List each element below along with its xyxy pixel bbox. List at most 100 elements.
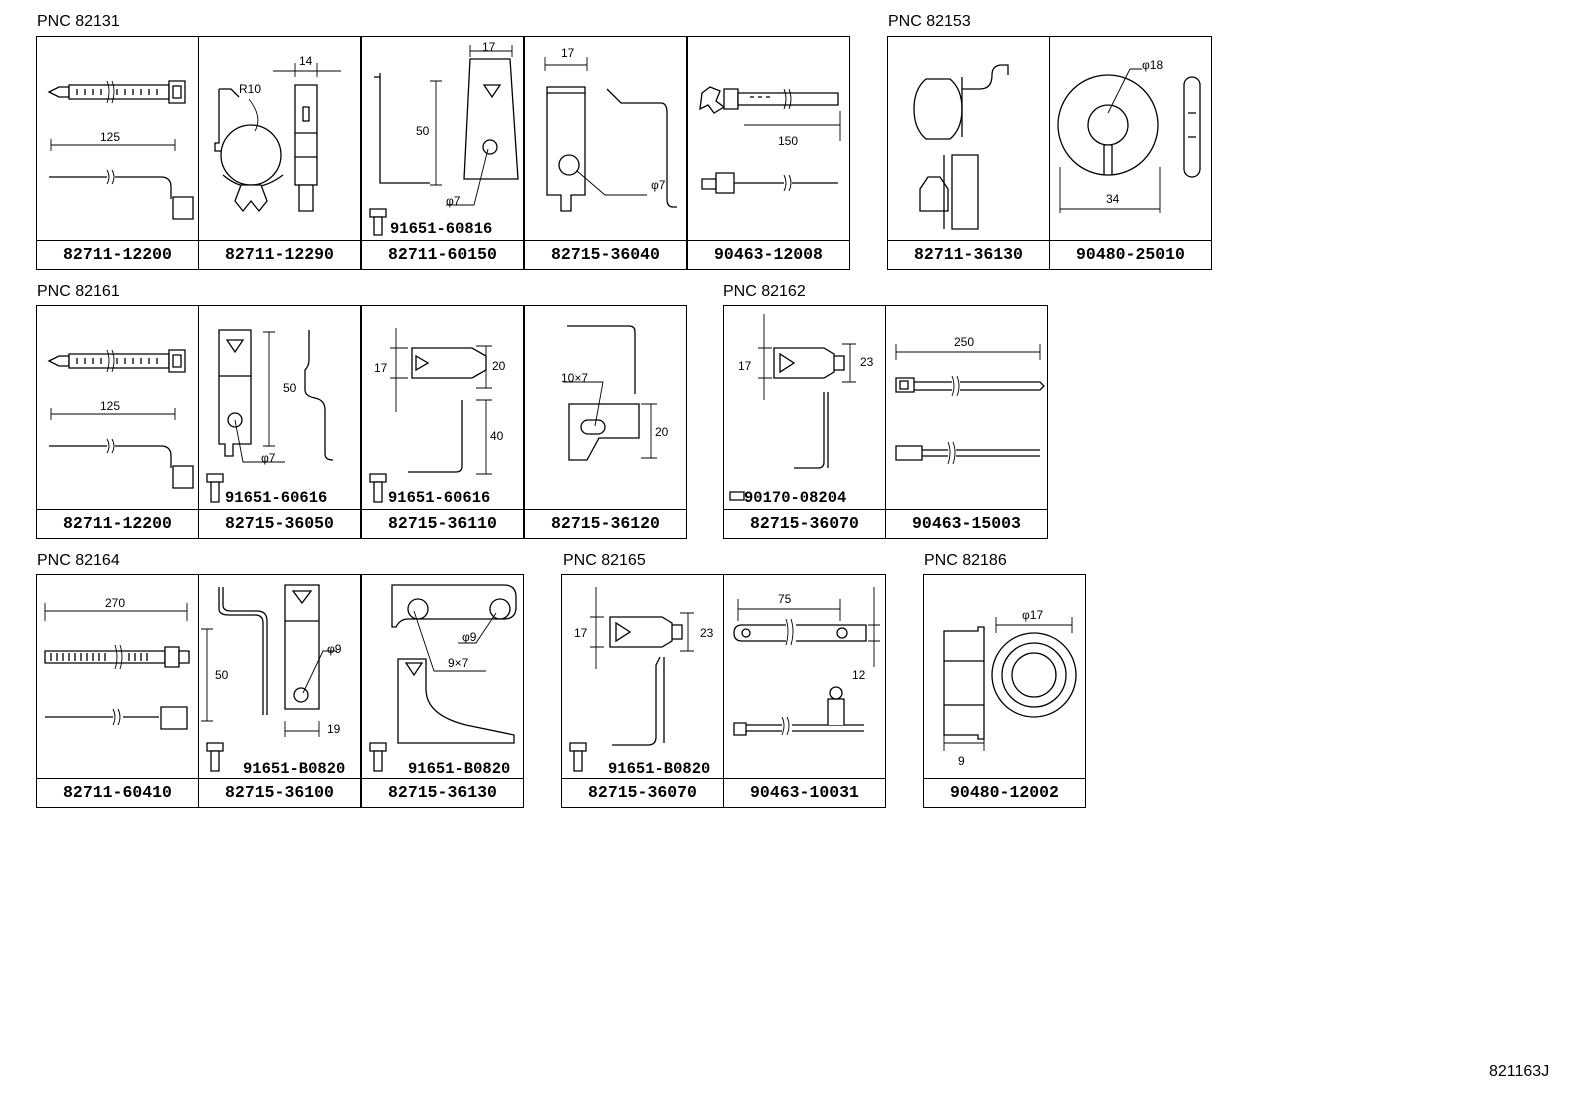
parts-group-82153: 82711-36130 φ18 34 90480-25010 (887, 36, 1214, 270)
band-clamp-illustration: 150 (688, 37, 851, 241)
bracket-hole-label: φ9 (327, 642, 342, 656)
cable-tie-illustration: 125 (37, 306, 200, 510)
bracket-width-label: 23 (700, 626, 714, 640)
bracket-illustration: 50 φ7 91651-60616 (199, 306, 362, 507)
bracket-width-label: 19 (327, 722, 341, 736)
parts-group-82161: 125 82711-12200 50 φ7 91651-60616 82715-… (36, 305, 689, 539)
bracket-width-label: 20 (492, 359, 506, 373)
tie-length-label: 125 (100, 130, 120, 144)
grommet-width-label: 9 (958, 754, 965, 768)
part-cell[interactable]: φ18 34 90480-25010 (1049, 36, 1212, 270)
pnc-label: PNC 82162 (723, 283, 806, 300)
grommet-illustration: φ18 34 (1050, 58, 1213, 241)
parts-group-82186: φ17 9 90480-12002 (923, 574, 1087, 808)
bolt-part-number: 91651-B0820 (243, 760, 345, 778)
part-number: 82711-12200 (37, 509, 198, 538)
bracket-hole-label: φ9 (462, 630, 477, 644)
pnc-label: PNC 82161 (37, 283, 120, 300)
grommet-diameter-label: φ17 (1022, 608, 1043, 622)
part-cell[interactable]: 10×7 20 82715-36120 (524, 305, 687, 539)
pnc-label: PNC 82165 (563, 552, 646, 569)
clamp-width-label: 14 (299, 54, 313, 68)
clamp-radius-label: R10 (239, 82, 261, 96)
part-number: 82715-36050 (199, 509, 360, 538)
cable-tie-illustration: 250 (886, 335, 1049, 510)
bolt-part-number: 91651-B0820 (608, 760, 710, 778)
bolt-part-number: 91651-B0820 (408, 760, 510, 778)
harness-clamp-illustration: R10 14 (199, 54, 362, 241)
part-cell[interactable]: 50 φ9 19 91651-B0820 82715-36100 (198, 574, 361, 808)
part-cell[interactable]: 17 φ7 82715-36040 (524, 36, 687, 270)
band-clamp-illustration: 75 12 (724, 575, 887, 779)
part-cell[interactable]: 270 82711-60410 (36, 574, 199, 808)
cable-tie-illustration: 125 (37, 37, 200, 241)
bracket-width-label: 17 (574, 626, 588, 640)
bracket-height-label: 50 (416, 124, 430, 138)
bracket-width-label: 23 (860, 355, 874, 369)
part-cell[interactable]: 17 20 40 91651-60616 82715-36110 (361, 305, 524, 539)
bracket-illustration: 17 23 91651-B0820 (562, 575, 714, 778)
part-number: 82715-36070 (562, 778, 723, 807)
parts-group-82162: 17 23 90170-08204 82715-36070 250 90463-… (723, 305, 1050, 539)
part-number: 90463-15003 (886, 509, 1047, 538)
parts-group-82164: 270 82711-60410 50 φ9 19 91651-B0820 (36, 574, 526, 808)
part-number: 82715-36110 (362, 509, 523, 538)
part-cell[interactable]: φ17 9 90480-12002 (923, 574, 1086, 808)
bracket-width-label: 17 (374, 361, 388, 375)
bracket-illustration: 17 20 40 91651-60616 (362, 306, 506, 507)
bolt-part-number: 91651-60816 (390, 220, 492, 238)
grommet-diameter-label: φ18 (1142, 58, 1163, 72)
part-cell[interactable]: 50 17 φ7 91651-60816 82711-60150 (361, 36, 524, 270)
bracket-illustration: 10×7 20 (561, 306, 669, 510)
pnc-label: PNC 82131 (37, 13, 120, 30)
part-number: 82711-60150 (362, 240, 523, 269)
illustration-id: 821163J (1489, 1063, 1550, 1080)
part-cell[interactable]: 125 82711-12200 (36, 36, 199, 270)
part-cell[interactable]: R10 14 82711-12290 (198, 36, 361, 270)
part-cell[interactable]: 150 90463-12008 (687, 36, 850, 270)
part-cell[interactable]: 75 12 90463-10031 (723, 574, 886, 808)
bolt-part-number: 90170-08204 (744, 489, 846, 507)
part-number: 90480-25010 (1050, 240, 1211, 269)
part-number: 82711-12290 (199, 240, 360, 269)
part-number: 82715-36070 (724, 509, 885, 538)
part-cell[interactable]: 250 90463-15003 (885, 305, 1048, 539)
bracket-hole-label: φ7 (651, 178, 666, 192)
part-number: 90480-12002 (924, 778, 1085, 807)
bracket-illustration: 17 23 90170-08204 (724, 306, 874, 507)
bracket-height-label: 50 (283, 381, 297, 395)
part-number: 90463-10031 (724, 778, 885, 807)
part-cell[interactable]: 82711-36130 (887, 36, 1050, 270)
bracket-illustration: 9×7 φ9 91651-B0820 (362, 575, 525, 778)
part-cell[interactable]: 17 23 90170-08204 82715-36070 (723, 305, 886, 539)
pnc-label: PNC 82164 (37, 552, 120, 569)
part-number: 90463-12008 (688, 240, 849, 269)
band-length-label: 150 (778, 134, 798, 148)
bolt-part-number: 91651-60616 (388, 489, 490, 507)
tie-length-label: 270 (105, 596, 125, 610)
part-cell[interactable]: 9×7 φ9 91651-B0820 82715-36130 (361, 574, 524, 808)
part-cell[interactable]: 50 φ7 91651-60616 82715-36050 (198, 305, 361, 539)
bracket-illustration: 50 17 φ7 91651-60816 (362, 40, 525, 238)
bracket-height-label: 50 (215, 668, 229, 682)
tie-length-label: 125 (100, 399, 120, 413)
bracket-width-label: 17 (482, 40, 496, 54)
bracket-illustration: 50 φ9 19 91651-B0820 (199, 575, 345, 778)
slot-size-label: 9×7 (448, 656, 469, 670)
bracket-hole-label: φ7 (446, 194, 461, 208)
slot-size-label: 10×7 (561, 371, 588, 385)
parts-group-82165: 17 23 91651-B0820 82715-36070 75 12 9046… (561, 574, 888, 808)
parts-group-82131: 125 82711-12200 R10 14 82711-12290 (36, 36, 852, 270)
part-cell[interactable]: 125 82711-12200 (36, 305, 199, 539)
tie-length-label: 250 (954, 335, 974, 349)
bracket-width-label: 20 (655, 425, 669, 439)
part-number: 82711-12200 (37, 240, 198, 269)
bracket-width-label: 17 (561, 46, 575, 60)
part-cell[interactable]: 17 23 91651-B0820 82715-36070 (561, 574, 724, 808)
band-length-label: 75 (778, 592, 792, 606)
part-number: 82711-36130 (888, 240, 1049, 269)
clip-illustration (888, 37, 1051, 241)
bolt-part-number: 91651-60616 (225, 489, 327, 507)
bracket-illustration: 17 φ7 (525, 46, 688, 241)
part-number: 82715-36120 (525, 509, 686, 538)
